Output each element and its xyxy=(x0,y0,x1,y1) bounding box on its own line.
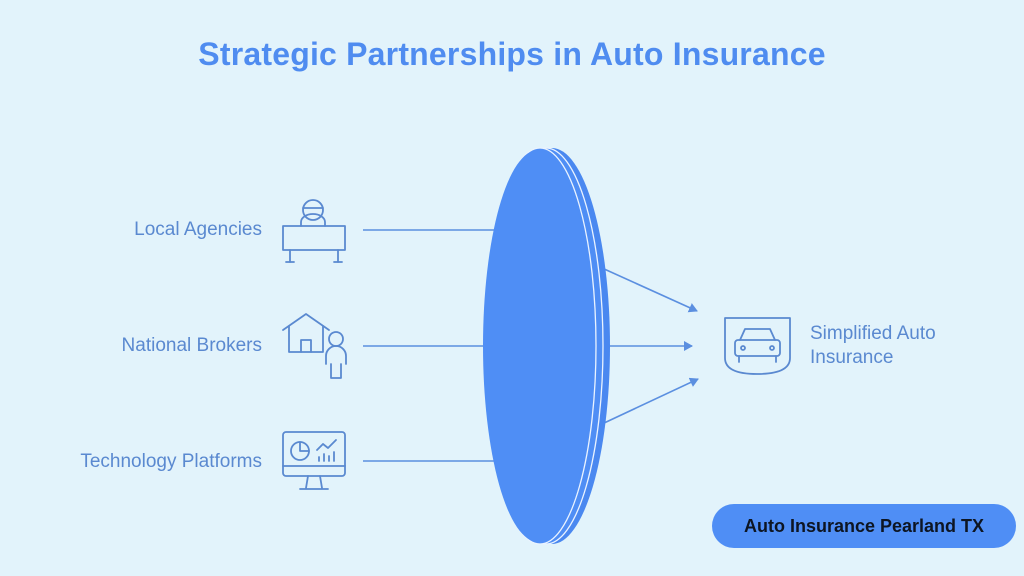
agent-desk-icon xyxy=(282,199,346,263)
house-person-icon xyxy=(282,313,347,379)
car-shield-icon xyxy=(724,317,791,375)
output-arrow-top xyxy=(601,267,698,313)
input-label-local-agencies: Local Agencies xyxy=(134,219,262,240)
input-label-technology-platforms: Technology Platforms xyxy=(80,451,262,472)
output-label-line-1: Simplified Auto xyxy=(810,323,936,344)
analytics-monitor-icon xyxy=(282,431,346,490)
output-label-line-2: Insurance xyxy=(810,347,894,368)
output-arrow-bottom xyxy=(601,377,699,425)
location-badge: Auto Insurance Pearland TX xyxy=(712,504,1016,548)
diagram-title: Strategic Partnerships in Auto Insurance xyxy=(198,36,826,72)
convergence-lens xyxy=(483,147,610,545)
input-label-national-brokers: National Brokers xyxy=(121,335,262,356)
output-label-simplified-auto-insurance: Simplified Auto Insurance xyxy=(810,322,936,370)
